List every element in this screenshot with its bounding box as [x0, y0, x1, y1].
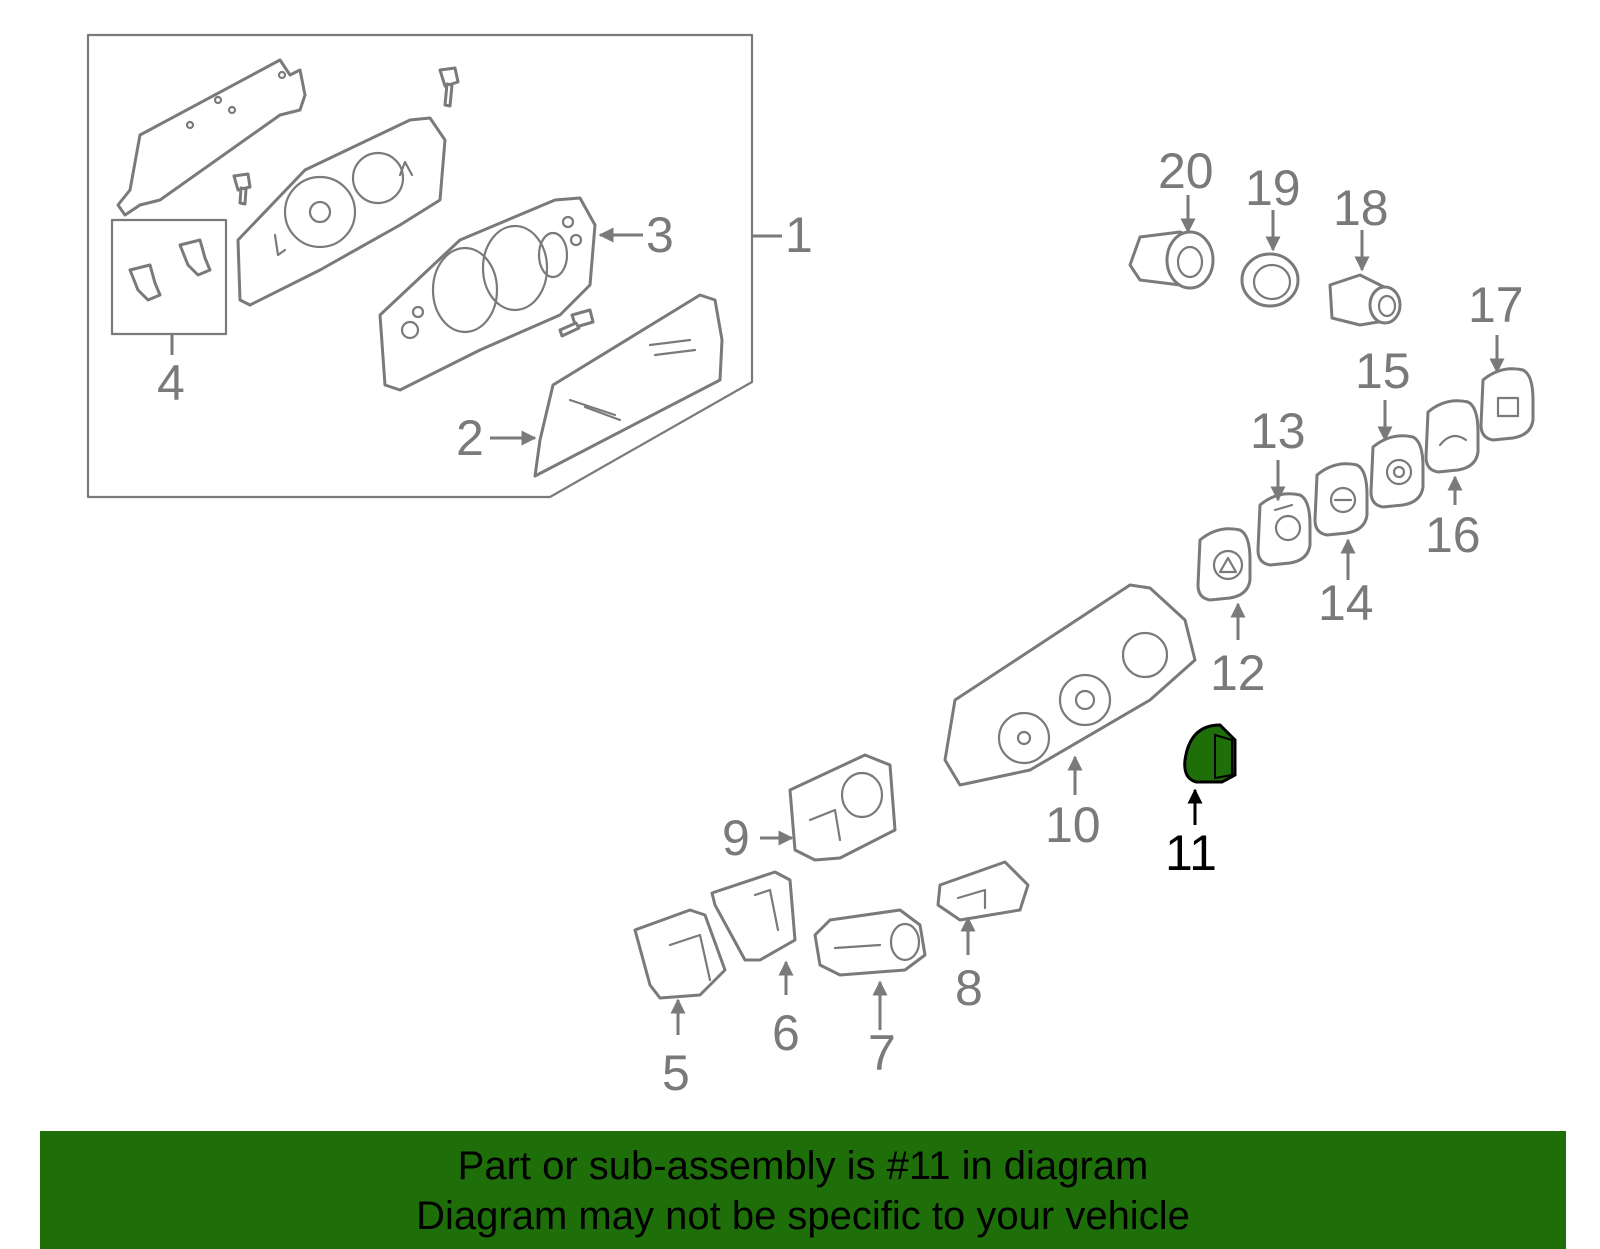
banner-line-1: Part or sub-assembly is #11 in diagram: [457, 1144, 1149, 1188]
label-1: 1: [785, 207, 813, 263]
part-7: [813, 908, 927, 1030]
info-banner: Part or sub-assembly is #11 in diagram D…: [40, 1131, 1566, 1249]
label-6: 6: [772, 1005, 800, 1061]
label-19: 19: [1245, 160, 1301, 216]
part-18: [1328, 230, 1402, 327]
button-17: [1479, 335, 1535, 442]
label-11: 11: [1165, 825, 1217, 881]
cluster-assembly-box: [86, 33, 782, 499]
banner-line-2: Diagram may not be specific to your vehi…: [416, 1194, 1190, 1238]
button-15: [1369, 400, 1425, 509]
label-17: 17: [1468, 277, 1524, 333]
button-14: [1313, 462, 1369, 580]
label-3: 3: [646, 207, 674, 263]
screw-part: [232, 66, 595, 338]
part-19: [1240, 210, 1300, 308]
label-20: 20: [1158, 143, 1214, 199]
label-8: 8: [955, 960, 983, 1016]
back-plate-part: [116, 58, 307, 217]
label-16: 16: [1425, 507, 1481, 563]
button-16: [1424, 399, 1480, 505]
button-13: [1256, 460, 1312, 567]
lens-part: [490, 293, 724, 478]
part-5: [633, 908, 727, 1035]
part-8: [936, 860, 1030, 955]
label-5: 5: [662, 1045, 690, 1101]
part-6: [710, 870, 797, 995]
callout-labels: 1 2 3 4 5 6 7 8 9 10 11 12 13 14 15 16 1…: [157, 143, 1524, 1101]
label-10: 10: [1045, 797, 1101, 853]
knob-11: [1183, 723, 1237, 825]
label-13: 13: [1250, 403, 1306, 459]
label-2: 2: [456, 410, 484, 466]
label-15: 15: [1355, 343, 1411, 399]
button-12: [1196, 527, 1252, 640]
bulbs-box: [110, 218, 228, 355]
control-panel-10: [943, 583, 1197, 795]
label-4: 4: [157, 355, 185, 411]
label-18: 18: [1333, 180, 1389, 236]
cluster-face-part: [378, 196, 643, 392]
label-12: 12: [1210, 645, 1266, 701]
part-9: [760, 753, 897, 862]
label-14: 14: [1318, 575, 1374, 631]
label-7: 7: [868, 1025, 896, 1081]
label-9: 9: [722, 810, 750, 866]
gauge-housing-part: [236, 116, 447, 307]
part-20: [1128, 195, 1215, 290]
